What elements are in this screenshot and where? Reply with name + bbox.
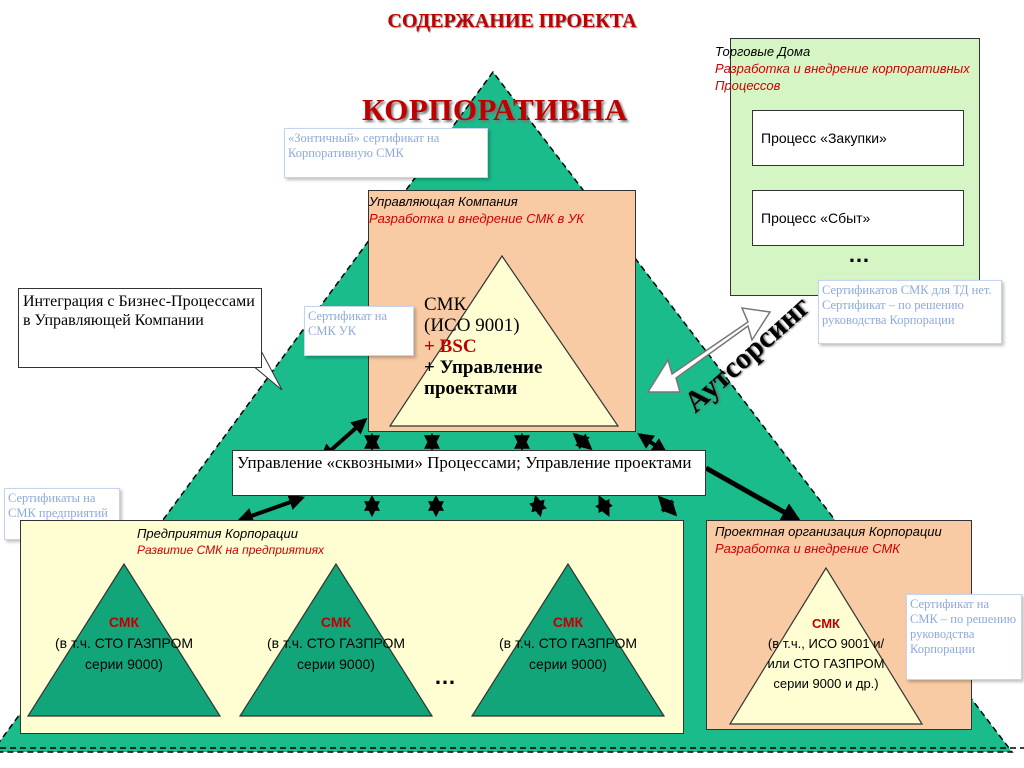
- integration-callout: Интеграция с Бизнес-Процессами в Управля…: [18, 288, 262, 368]
- enterprise-triangle-1: [26, 562, 222, 717]
- project-org-subtitle: Разработка и внедрение СМК: [715, 541, 900, 556]
- note-umbrella-certificate: «Зонтичный» сертификат на Корпоративную …: [284, 128, 488, 178]
- note-uk-certificate: Сертификат на СМК УК: [304, 306, 414, 356]
- process-sales: Процесс «Сбыт»: [752, 190, 964, 246]
- outsourcing-arrow: [646, 307, 772, 393]
- uk-smk-triangle: [388, 254, 620, 427]
- corporate-label: КОРПОРАТИВНА: [362, 92, 628, 127]
- project-org-title: Проектная организация Корпорации: [715, 524, 942, 539]
- trading-houses-ellipsis: …: [848, 242, 870, 267]
- uk-smk-line4: + Управление проектами: [424, 357, 543, 399]
- enterprise-smk-2: СМК (в т.ч. СТО ГАЗПРОМ серии 9000): [266, 614, 406, 672]
- enterprises-subtitle: Развитие СМК на предприятиях: [137, 543, 325, 557]
- project-org-triangle: [728, 566, 924, 725]
- managing-company-subtitle: Разработка и внедрение СМК в УК: [369, 211, 584, 226]
- uk-smk-line3: + BSC: [424, 336, 477, 357]
- note-td-certificate: Сертификатов СМК для ТД нет. Сертификат …: [818, 280, 1002, 344]
- trading-houses-subtitle: Разработка и внедрение корпоративных Про…: [715, 61, 970, 93]
- enterprise-triangle-3: [470, 562, 666, 717]
- enterprise-smk-3: СМК (в т.ч. СТО ГАЗПРОМ серии 9000): [498, 614, 638, 672]
- uk-smk-text: СМК (ИСО 9001) + BSC + Управление проект…: [424, 294, 604, 399]
- enterprises-title: Предприятия Корпорации: [137, 526, 298, 541]
- cross-processes-box: Управление «сквозными» Процессами; Управ…: [232, 450, 706, 496]
- project-org-smk: СМК (в т.ч., ИСО 9001 и/или СТО ГАЗПРОМ …: [767, 616, 885, 691]
- enterprise-triangle-2: [238, 562, 434, 717]
- note-project-org-certificate: Сертификат на СМК – по решению руководст…: [906, 594, 1022, 680]
- uk-smk-line1: СМК: [424, 294, 467, 315]
- enterprises-ellipsis: …: [434, 664, 456, 689]
- process-purchases: Процесс «Закупки»: [752, 110, 964, 166]
- uk-smk-line2: (ИСО 9001): [424, 315, 520, 336]
- trading-houses-title: Торговые Дома: [715, 44, 811, 59]
- managing-company-title: Управляющая Компания: [369, 194, 518, 209]
- enterprise-smk-1: СМК (в т.ч. СТО ГАЗПРОМ серии 9000): [54, 614, 194, 672]
- page-title: СОДЕРЖАНИЕ ПРОЕКТА: [387, 10, 637, 32]
